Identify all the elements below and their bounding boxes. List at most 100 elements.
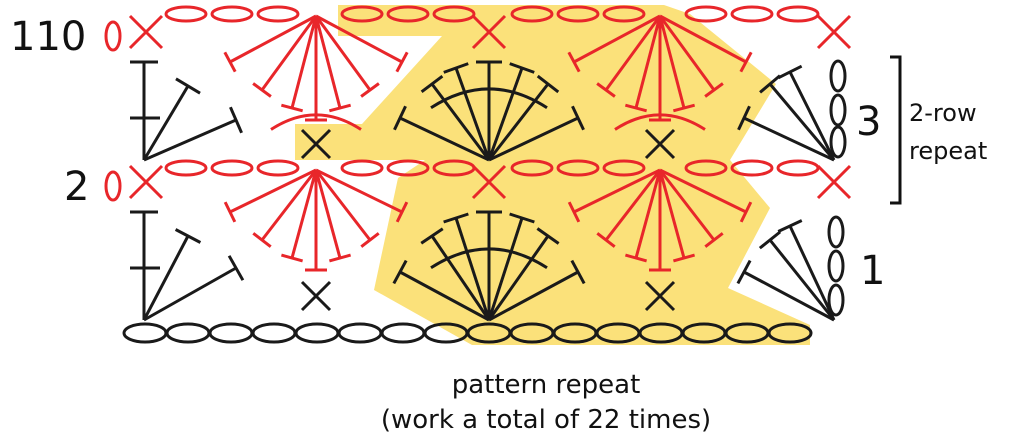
double-crochet-top-bar — [392, 259, 408, 285]
turning-chain-stitch — [829, 125, 847, 159]
single-crochet-symbol — [300, 280, 332, 312]
double-crochet-top-bar — [736, 259, 752, 285]
double-crochet-stem — [604, 15, 662, 91]
double-crochet-stem — [634, 15, 662, 109]
double-crochet-stem — [743, 270, 835, 322]
double-crochet-top-bar — [280, 103, 304, 113]
double-crochet-top-bar — [759, 74, 781, 94]
fan-crossbar-arc — [430, 87, 548, 110]
double-crochet-stem — [788, 225, 836, 321]
double-crochet-top-bar — [570, 259, 586, 285]
double-crochet-top-bar — [704, 232, 724, 248]
double-crochet-top-bar — [739, 51, 753, 73]
single-crochet-symbol — [128, 164, 164, 200]
turning-chain-stitch — [827, 249, 845, 283]
chain-stitch — [386, 5, 430, 23]
double-crochet-stem — [768, 83, 836, 161]
double-crochet-top-bar — [393, 105, 407, 131]
double-crochet-top-bar — [443, 62, 469, 74]
double-crochet-stem — [768, 239, 836, 321]
double-crochet-stem — [487, 235, 550, 321]
double-crochet-stem — [399, 116, 490, 162]
foundation-chain-stitch — [337, 322, 383, 344]
double-crochet-stem — [573, 14, 661, 64]
foundation-chain-stitch — [380, 322, 426, 344]
row-label-3: 3 — [856, 99, 881, 145]
chain-stitch — [730, 5, 774, 23]
double-crochet-top-bar — [509, 212, 535, 224]
row-label-1: 1 — [860, 248, 885, 294]
double-crochet-top-bar — [227, 255, 245, 281]
turning-chain-stitch — [827, 283, 845, 317]
chain-stitch — [510, 159, 554, 177]
chain-stitch — [210, 159, 254, 177]
double-crochet-stem — [658, 169, 716, 241]
double-crochet-top-bar — [672, 103, 696, 113]
chain-stitch — [602, 159, 646, 177]
double-crochet-top-bar — [328, 253, 352, 263]
foundation-chain-stitch — [251, 322, 297, 344]
foundation-chain-stitch — [767, 322, 813, 344]
bracket-label-line1: 2-row — [909, 99, 977, 127]
double-crochet-stem — [488, 270, 579, 322]
double-crochet-stem — [487, 67, 524, 161]
double-crochet-stem — [142, 235, 190, 321]
foundation-chain-stitch — [208, 322, 254, 344]
double-crochet-stem — [290, 15, 318, 109]
caption-line2: (work a total of 22 times) — [381, 405, 711, 435]
caption-line1: pattern repeat — [452, 370, 641, 400]
double-crochet-top-bar — [567, 201, 581, 223]
bracket-label-line2: repeat — [909, 137, 987, 165]
double-crochet-stem — [454, 67, 491, 161]
single-crochet-symbol — [300, 128, 332, 160]
double-crochet-top-bar — [596, 232, 616, 248]
double-crochet-stem — [143, 266, 237, 322]
turning-chain-stitch — [104, 170, 122, 202]
foundation-chain-stitch — [294, 322, 340, 344]
chain-stitch — [164, 159, 208, 177]
double-crochet-stem — [659, 168, 747, 214]
double-crochet-stem — [314, 15, 372, 91]
double-crochet-stem — [658, 15, 716, 91]
single-crochet-symbol — [644, 280, 676, 312]
double-crochet-stem — [743, 116, 835, 162]
double-crochet-stem — [573, 168, 661, 214]
double-crochet-stem — [659, 14, 747, 64]
turning-chain-stitch — [829, 59, 847, 93]
foundation-chain-stitch — [122, 322, 168, 344]
double-crochet-stem — [142, 85, 190, 161]
single-crochet-symbol — [816, 164, 852, 200]
double-crochet-stem — [634, 169, 662, 259]
double-crochet-top-bar — [737, 105, 751, 131]
double-crochet-top-bar — [624, 103, 648, 113]
double-crochet-stem — [658, 15, 686, 109]
single-crochet-symbol — [471, 14, 507, 50]
double-crochet-stem — [430, 83, 491, 161]
double-crochet-top-bar — [758, 230, 782, 250]
chain-stitch — [432, 5, 476, 23]
chain-stitch — [256, 159, 300, 177]
double-crochet-stem — [229, 14, 317, 64]
double-crochet-top-bar — [777, 64, 803, 80]
foundation-chain-stitch — [165, 322, 211, 344]
chain-stitch — [164, 5, 208, 23]
double-crochet-stem — [260, 15, 318, 91]
row-label-110: 110 — [10, 14, 86, 60]
chain-stitch — [510, 5, 554, 23]
chain-stitch — [556, 159, 600, 177]
double-crochet-top-bar — [509, 62, 535, 74]
double-crochet-top-bar — [536, 74, 560, 94]
two-row-bracket — [890, 55, 902, 205]
turning-chain-stitch — [827, 215, 845, 249]
double-crochet-stem — [399, 270, 490, 322]
double-crochet-stem — [488, 116, 579, 162]
row-label-2: 2 — [64, 164, 89, 210]
single-crochet-symbol — [644, 128, 676, 160]
double-crochet-top-bar — [420, 227, 444, 245]
double-crochet-stem — [314, 169, 372, 241]
double-crochet-top-bar — [175, 77, 201, 95]
double-crochet-top-bar — [672, 253, 696, 263]
double-crochet-stem — [430, 235, 491, 321]
double-crochet-stem — [260, 169, 318, 241]
